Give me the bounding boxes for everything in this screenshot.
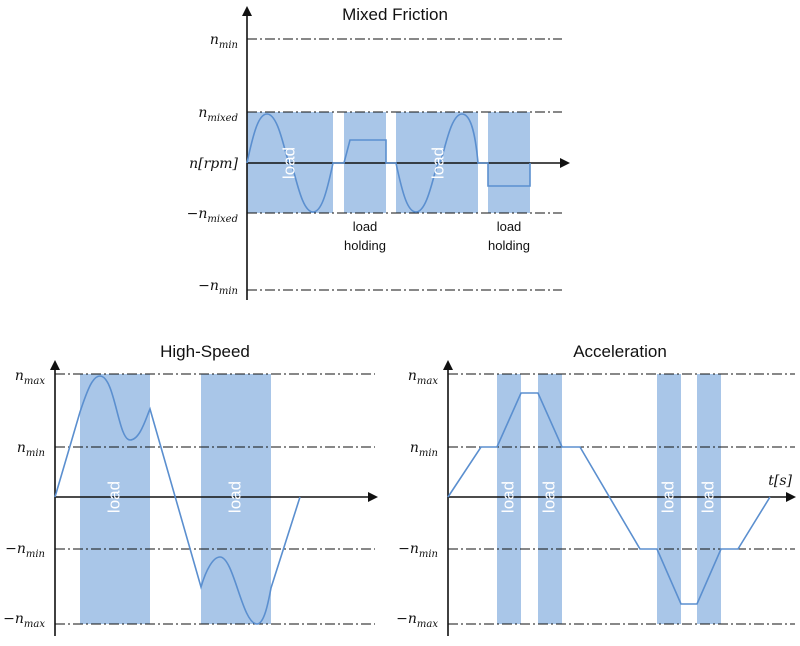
load-region	[657, 374, 681, 624]
load-holding-label-line1: load	[353, 219, 378, 234]
load-region	[697, 374, 721, 624]
load-label: load	[539, 481, 558, 513]
neg-nmin-label: −nmin	[398, 541, 438, 560]
load-label: load	[104, 481, 123, 513]
speed-curve	[447, 392, 771, 605]
load-label: load	[658, 481, 677, 513]
mixed-friction-title: Mixed Friction	[342, 5, 448, 24]
high-speed-title: High-Speed	[160, 342, 250, 361]
load-label: load	[279, 147, 298, 179]
y-axis-arrow	[242, 6, 252, 16]
load-label: load	[698, 481, 717, 513]
mixed-friction-panel: Mixed Friction load load load holding lo…	[187, 5, 570, 300]
neg-nmin-label: −nmin	[198, 278, 238, 297]
x-axis-arrow	[368, 492, 378, 502]
load-holding-label-line2: holding	[344, 238, 386, 253]
y-axis-arrow	[50, 360, 60, 370]
load-region	[80, 374, 150, 624]
load-region	[538, 374, 562, 624]
nmixed-label: nmixed	[198, 105, 238, 124]
nmax-label: nmax	[408, 368, 438, 387]
x-axis-arrow	[560, 158, 570, 168]
nmin-label: nmin	[410, 440, 438, 459]
axis-unit-label: n[rpm]	[189, 156, 238, 172]
neg-nmax-label: −nmax	[3, 611, 45, 630]
neg-nmin-label: −nmin	[5, 541, 45, 560]
nmin-label: nmin	[17, 440, 45, 459]
speed-curve	[54, 375, 301, 625]
nmax-label: nmax	[15, 368, 45, 387]
time-axis-label: t[s]	[768, 473, 792, 489]
load-label: load	[428, 147, 447, 179]
load-holding-label-line2: holding	[488, 238, 530, 253]
nmin-label: nmin	[210, 32, 238, 51]
neg-nmax-label: −nmax	[396, 611, 438, 630]
y-axis-arrow	[443, 360, 453, 370]
x-axis-arrow	[786, 492, 796, 502]
acceleration-panel: Acceleration load load load load t[s] nm…	[396, 342, 796, 636]
speed-curve	[246, 113, 531, 213]
neg-nmixed-label: −nmixed	[187, 206, 238, 225]
load-holding-label-line1: load	[497, 219, 522, 234]
load-label: load	[225, 481, 244, 513]
load-region	[497, 374, 521, 624]
acceleration-title: Acceleration	[573, 342, 667, 361]
high-speed-panel: High-Speed load load nmax nmin −nmin −nm…	[3, 342, 378, 636]
load-label: load	[498, 481, 517, 513]
